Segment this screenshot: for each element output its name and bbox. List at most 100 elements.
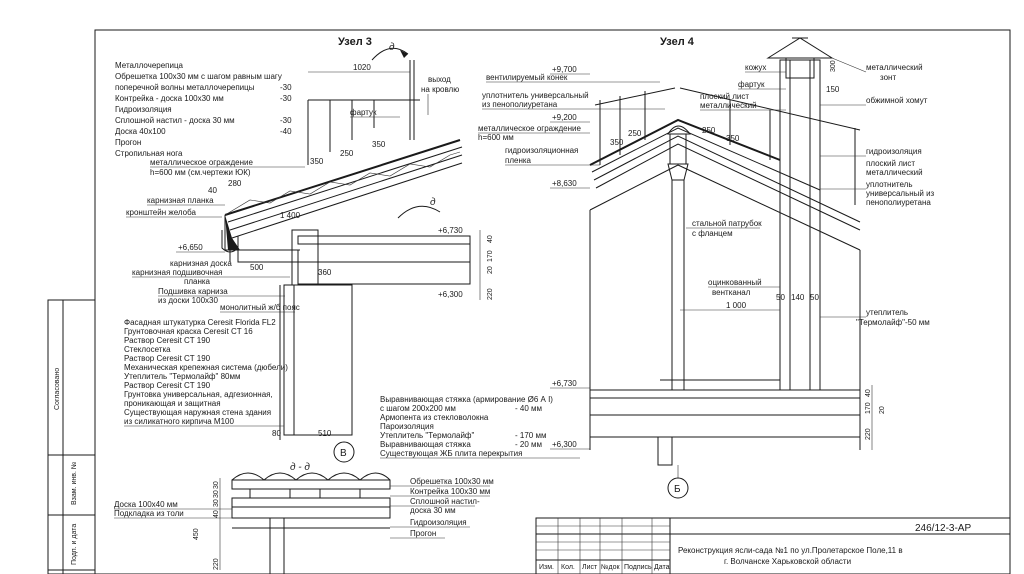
node3-roof-slope xyxy=(224,139,463,251)
dd-dim-30b: 30 xyxy=(213,490,220,498)
layer-0: Металлочерепица xyxy=(115,61,184,70)
dd-lbl-1: Контрейка 100х30 мм xyxy=(410,487,490,496)
layer-7: Прогон xyxy=(115,138,141,147)
tb-col-list: Лист xyxy=(582,564,598,571)
n4-pipe-2: с фланцем xyxy=(692,229,733,238)
n4-flat-sheet-1: плоский лист xyxy=(700,92,749,101)
floor-4: Утеплитель "Термолайф" xyxy=(380,431,475,440)
floor-1: с шагом 200х200 мм xyxy=(380,404,456,413)
dd-lbl-4: Гидроизоляция xyxy=(410,518,467,527)
dd-dim-40: 40 xyxy=(213,510,220,518)
n4-level-8630: +8,630 xyxy=(552,179,577,188)
n4-cdim-50a: 50 xyxy=(776,293,785,302)
eave-box xyxy=(237,249,299,263)
floor-layer-list: Выравнивающая стяжка (армирование Ø6 А I… xyxy=(380,395,580,459)
floor-5-val: - 20 мм xyxy=(515,440,542,449)
n4-level-9200: +9,200 xyxy=(552,113,577,122)
node4-right-labels: кожух фартук плоский лист металлический … xyxy=(700,57,935,207)
section-mark-bottom-letter: д xyxy=(430,197,436,208)
n3-dim-350a: 350 xyxy=(310,157,324,166)
wall-layer-3: Стеклосетка xyxy=(124,345,171,354)
dim-1020: 1020 xyxy=(353,63,371,72)
n4-dim-350a: 350 xyxy=(610,138,624,147)
node4-vent-cap xyxy=(766,37,834,79)
n3-eave-strip: карнизная планка xyxy=(147,196,214,205)
n3-soffit-2: из доски 100х30 xyxy=(158,296,218,305)
node4-ridge xyxy=(667,125,692,181)
wall-layer-5: Механическая крепежная система (дюбели) xyxy=(124,363,288,372)
n4-seal-5: пенополиуретана xyxy=(866,198,931,207)
n3-dim-280: 280 xyxy=(228,179,242,188)
section-dd-dims: 30 30 30 40 450 220 xyxy=(193,478,221,570)
section-mark-top: д xyxy=(371,42,409,61)
n3-level-6650: +6,650 xyxy=(178,243,203,252)
left-stamp-strip: Согласовано Взам. инв. № Подп. и дата xyxy=(47,299,96,574)
sheet-frame xyxy=(94,29,1011,574)
stamp-sign-date: Подп. и дата xyxy=(71,524,78,565)
floor-6: Существующая ЖБ плита перекрытия xyxy=(380,449,522,458)
n3-railing-2: h=600 мм (см.чертежи ЮК) xyxy=(150,168,251,177)
node4-levels: +9,700 +9,200 +8,630 +6,730 +6,300 xyxy=(550,65,590,450)
n4-seal-3: уплотнитель xyxy=(866,180,913,189)
n4-railing-2: h=600 мм xyxy=(478,133,514,142)
wall-layer-4: Раствор Ceresit CT 190 xyxy=(124,354,211,363)
n4-rdim-40: 40 xyxy=(865,389,872,397)
layer-2-val: -30 xyxy=(280,83,292,92)
floor-5: Выравнивающая стяжка xyxy=(380,440,471,449)
n3-dim-500: 500 xyxy=(250,263,264,272)
wall-layer-7: Раствор Ceresit CT 190 xyxy=(124,381,211,390)
wall-layer-list: Фасадная штукатурка Ceresit Florida FL2 … xyxy=(124,318,288,427)
n3-rdim-170: 170 xyxy=(487,250,494,262)
node4-railings xyxy=(594,87,861,205)
node4-right-dims: 40 170 20 220 xyxy=(865,385,886,450)
section-dd-title: д - д xyxy=(290,462,310,473)
tb-col-date: Дата xyxy=(654,564,670,571)
n4-level-6730: +6,730 xyxy=(552,379,577,388)
n4-insul-2: "Термолайф"-50 мм xyxy=(856,318,930,327)
outlet-label-2: на кровлю xyxy=(421,85,459,94)
n4-seal-4: универсальный из xyxy=(866,189,935,198)
n3-eave-sub-1: карнизная подшивочная xyxy=(132,268,223,277)
floor-1-val: - 40 мм xyxy=(515,404,542,413)
n4-dim-150: 150 xyxy=(826,85,840,94)
tb-code: 246/12-3-АР xyxy=(915,523,971,534)
layer-3-val: -30 xyxy=(280,94,292,103)
node3-layer-list: Металлочерепица Обрешетка 100х30 мм с ша… xyxy=(115,61,292,158)
dd-left-0: Доска 100х40 мм xyxy=(114,500,178,509)
node3-railing xyxy=(307,99,420,165)
wall-layer-0: Фасадная штукатурка Ceresit Florida FL2 xyxy=(124,318,276,327)
section-mark-bottom: д xyxy=(397,197,441,219)
node4-floor-slab xyxy=(589,389,861,466)
stamp-agreed: Согласовано xyxy=(54,368,61,410)
n4-dim-250b: 250 xyxy=(702,126,716,135)
n3-dim-250: 250 xyxy=(340,149,354,158)
node3-right-dims: 40 170 20 220 xyxy=(479,230,494,300)
n4-fartuk: фартук xyxy=(738,80,765,89)
n4-umbrella-1: металлический xyxy=(866,63,923,72)
wall-layer-9: проникающая и защитная xyxy=(124,399,221,408)
dd-left-1: Подкладка из толи xyxy=(114,509,184,518)
n3-soffit-1: Подшивка карниза xyxy=(158,287,228,296)
node3-title: Узел 3 xyxy=(338,36,372,48)
n3-dim-1400: 1 400 xyxy=(280,211,301,220)
layer-1: Обрешетка 100х30 мм с шагом равным шагу xyxy=(115,72,282,81)
floor-3: Пароизоляция xyxy=(380,422,434,431)
axis-v-circle xyxy=(333,441,355,463)
outlet-label-1: выход xyxy=(428,75,451,84)
dd-lbl-0: Обрешетка 100х30 мм xyxy=(410,477,494,486)
n4-rdim-20: 20 xyxy=(879,406,886,414)
n3-dim-40: 40 xyxy=(208,186,217,195)
n4-level-6300: +6,300 xyxy=(552,440,577,449)
n4-clamp: обжимной хомут xyxy=(866,96,928,105)
n3-dim-350b: 350 xyxy=(372,140,386,149)
n4-dim-250a: 250 xyxy=(628,129,642,138)
wall-layer-10: Существующая наружная стена здания xyxy=(124,408,271,417)
wall-layer-8: Грунтовка универсальная, адгезионная, xyxy=(124,390,273,399)
n3-rdim-220: 220 xyxy=(487,288,494,300)
layer-5: Сплошной настил - доска 30 мм xyxy=(115,116,235,125)
dd-dim-450: 450 xyxy=(193,528,200,540)
n3-level-6730: +6,730 xyxy=(438,226,463,235)
n4-casing: кожух xyxy=(745,63,766,72)
floor-0: Выравнивающая стяжка (армирование Ø6 А I… xyxy=(380,395,553,404)
